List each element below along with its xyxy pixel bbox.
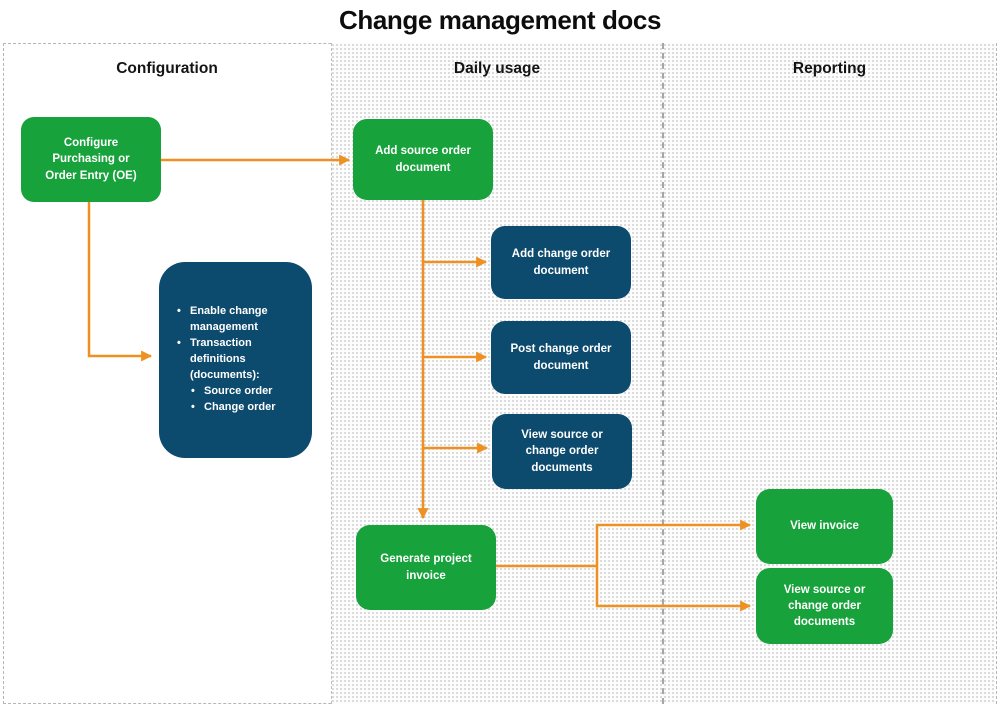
bullet-icon xyxy=(177,304,190,336)
bullet-icon xyxy=(177,336,190,384)
node-add-change-order-document: Add change order document xyxy=(491,226,631,299)
note-subitem: Change order xyxy=(191,400,298,416)
bullet-icon xyxy=(191,400,204,416)
node-label: Generate project invoice xyxy=(380,553,472,582)
note-text: Transaction definitions (documents): xyxy=(190,337,260,381)
node-add-source-order-document: Add source order document xyxy=(353,119,493,200)
node-label: View invoice xyxy=(790,520,859,533)
lane-header-reporting: Reporting xyxy=(792,60,867,77)
lane-header-configuration: Configuration xyxy=(116,60,218,77)
lane-header-daily-usage: Daily usage xyxy=(453,60,541,77)
note-text: Source order xyxy=(204,384,273,397)
node-label: Configure Purchasing or Order Entry (OE) xyxy=(45,137,137,182)
lane-reporting-background xyxy=(663,43,996,704)
node-post-change-order-document: Post change order document xyxy=(491,321,631,394)
lane-divider-daily-reporting xyxy=(662,43,664,704)
node-view-invoice: View invoice xyxy=(756,489,893,564)
node-label: Add source order document xyxy=(375,145,471,174)
note-subitem: Source order xyxy=(191,384,298,400)
node-label: Post change order document xyxy=(510,343,612,372)
node-view-source-change-docs-reporting: View source or change order documents xyxy=(756,568,893,644)
node-generate-project-invoice: Generate project invoice xyxy=(356,525,496,610)
node-label: View source or change order documents xyxy=(783,583,866,629)
note-text: Enable change management xyxy=(190,305,268,334)
note-item: Transaction definitions (documents): xyxy=(177,336,298,384)
diagram-title: Change management docs xyxy=(338,5,662,35)
note-text: Change order xyxy=(204,400,276,413)
node-view-source-change-docs-daily: View source or change order documents xyxy=(492,414,632,489)
node-label: View source or change order documents xyxy=(521,429,603,474)
bullet-icon xyxy=(191,384,204,400)
node-configuration-details: Enable change management Transaction def… xyxy=(159,262,312,458)
configuration-bullet-list: Enable change management Transaction def… xyxy=(177,272,298,448)
node-configure-purchasing-oe: Configure Purchasing or Order Entry (OE) xyxy=(21,117,161,202)
node-label: Add change order document xyxy=(511,248,611,277)
note-item: Enable change management xyxy=(177,304,298,336)
lane-divider-configuration-daily xyxy=(331,43,332,704)
